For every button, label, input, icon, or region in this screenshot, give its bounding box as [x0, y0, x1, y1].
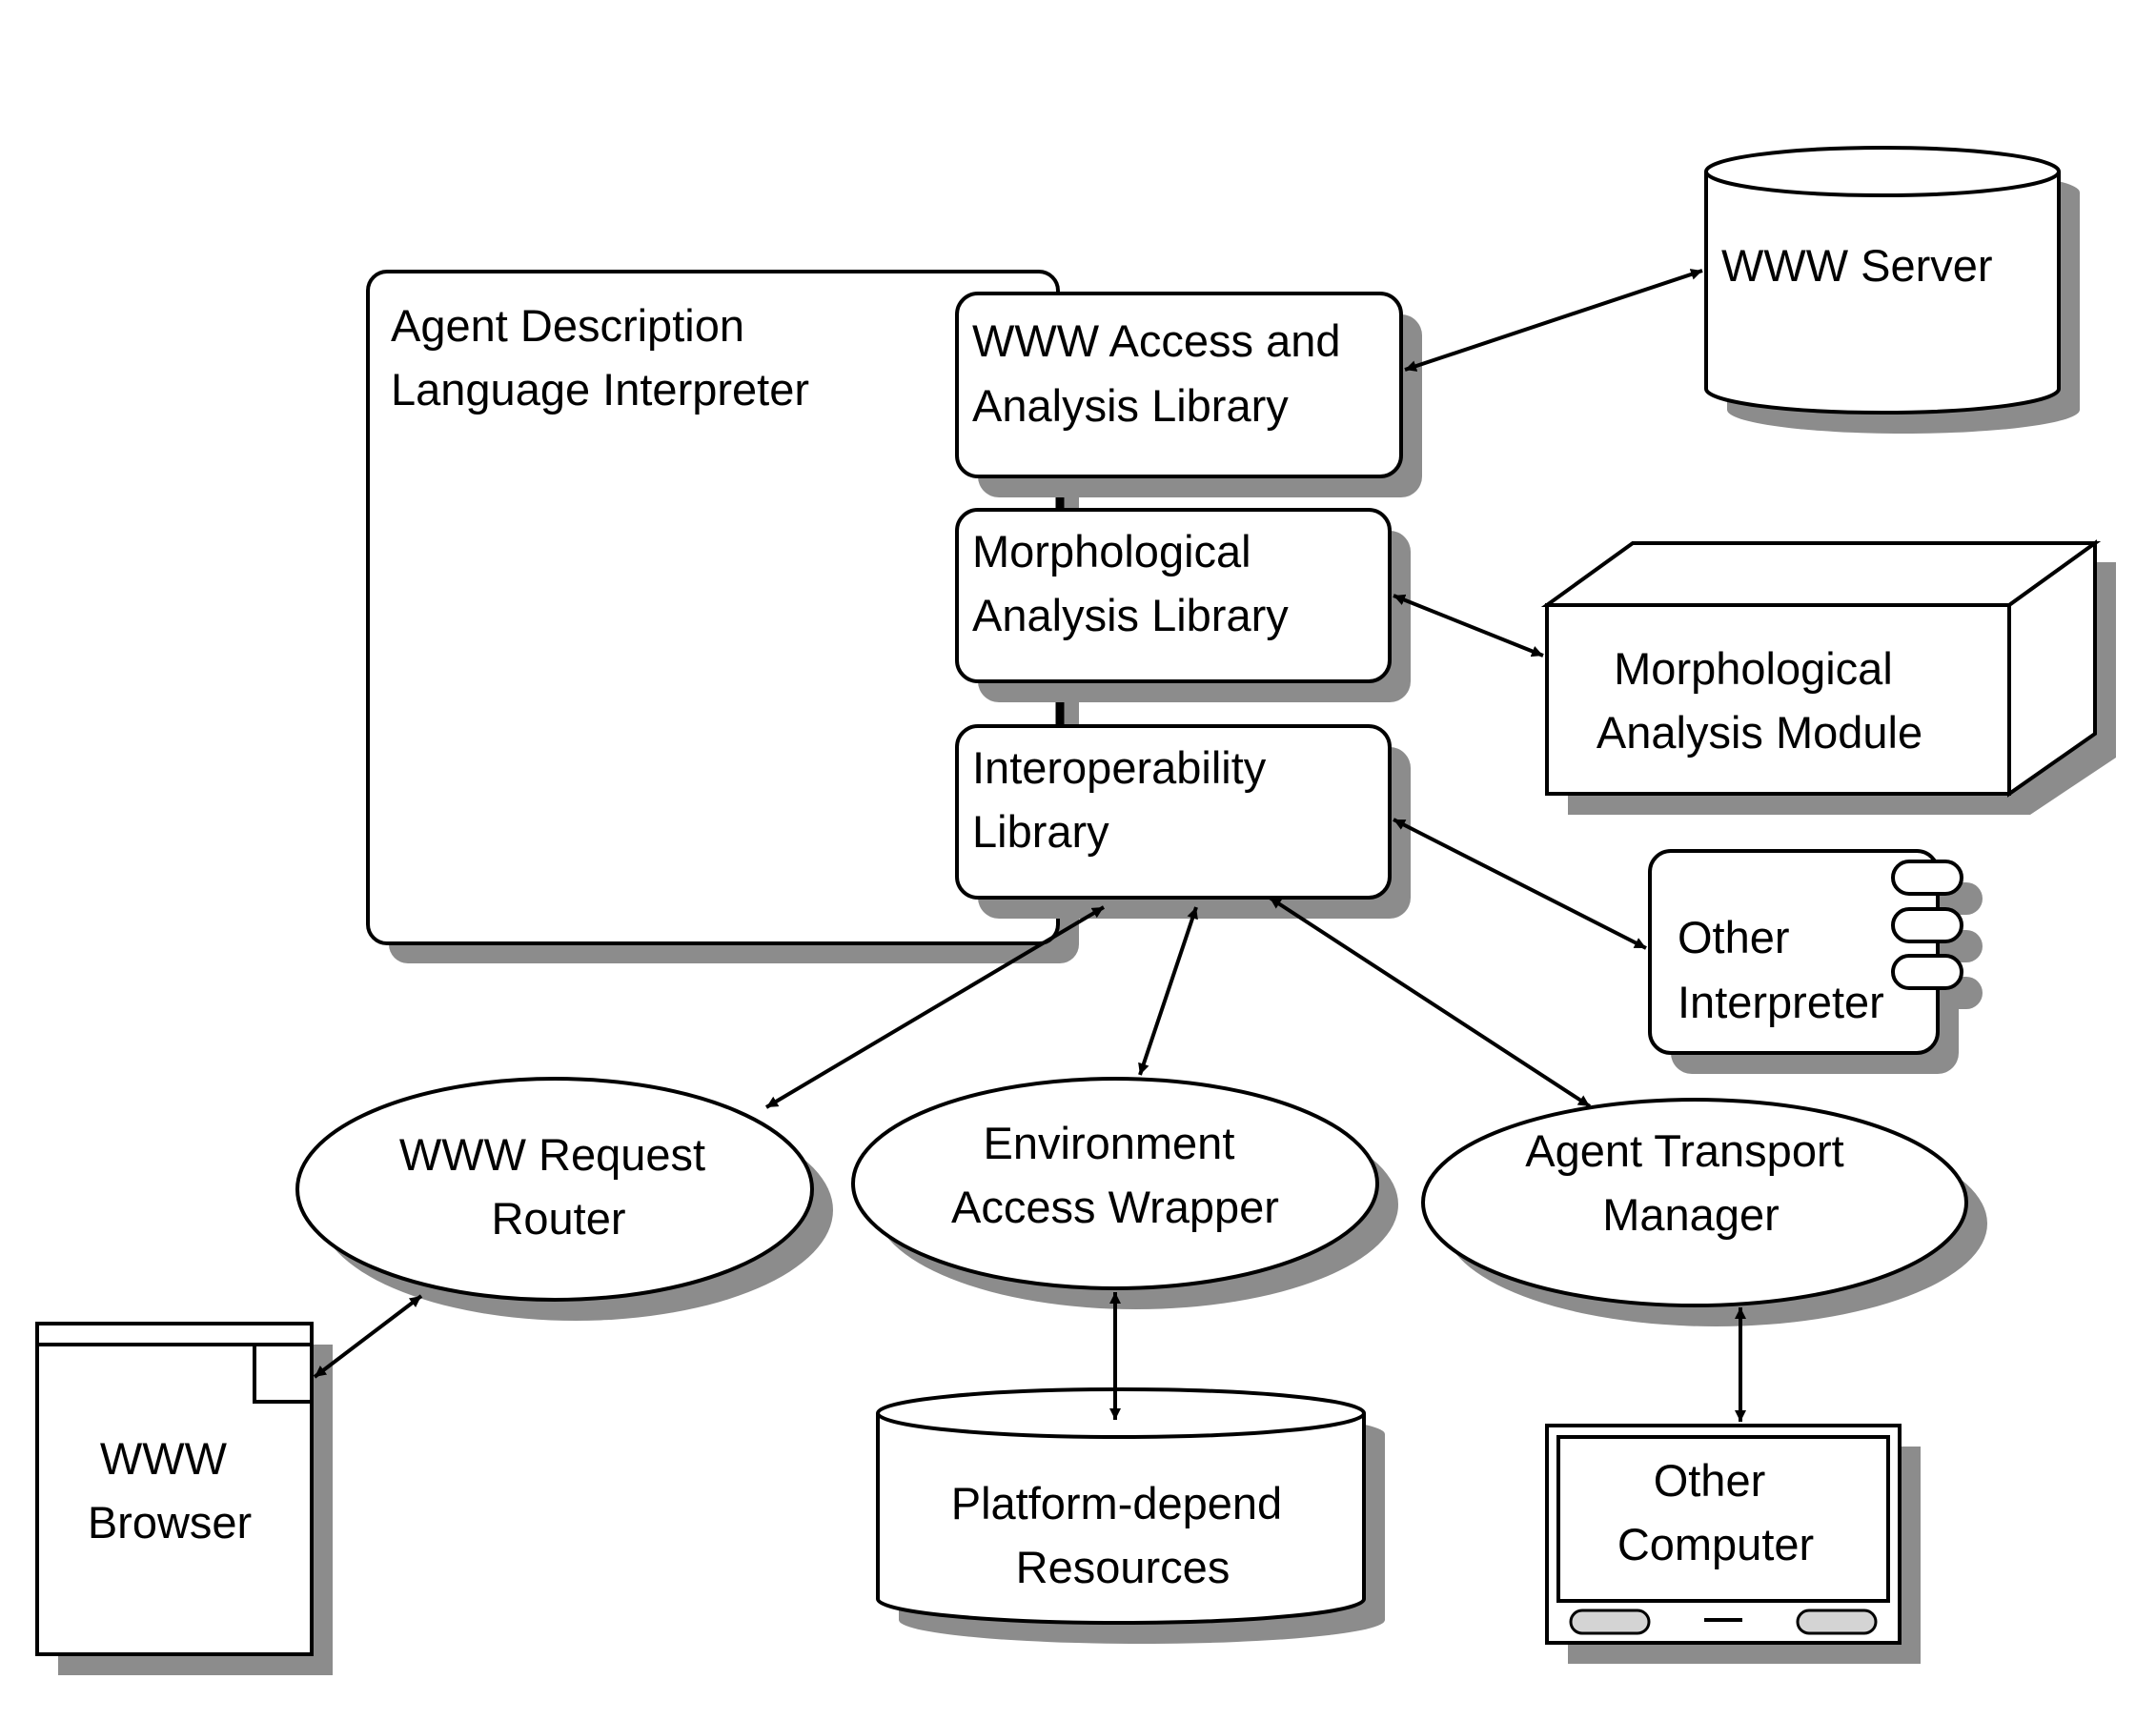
other-interpreter-label: Other Interpreter — [1678, 912, 1884, 1027]
edge-router-browser — [313, 1294, 423, 1379]
www-browser-window: WWW Browser — [35, 1322, 333, 1675]
edge-interop-env-wrapper — [1138, 906, 1198, 1076]
adl-interpreter-label: Agent Description Language Interpreter — [391, 300, 809, 415]
agent-transport-manager-ellipse: Agent Transport Manager — [1421, 1098, 1987, 1326]
edge-www-library-server — [1404, 269, 1703, 372]
interop-library-box: Interoperability Library — [955, 724, 1411, 919]
www-server-label: WWW Server — [1721, 240, 1993, 291]
monitor-button-right — [1796, 1609, 1878, 1635]
morph-library-label: Morphological Analysis Library — [972, 526, 1289, 640]
morph-library-box: Morphological Analysis Library — [955, 508, 1411, 702]
other-computer-label: Other Computer — [1617, 1455, 1814, 1569]
other-computer-monitor: Other Computer — [1545, 1424, 1921, 1664]
interop-library-label: Interoperability Library — [972, 742, 1278, 857]
browser-corner-box — [253, 1343, 314, 1404]
platform-resources-label: Platform-depend Resources — [951, 1478, 1295, 1592]
agent-transport-manager-label: Agent Transport Manager — [1525, 1125, 1856, 1240]
adl-interpreter-box: Agent Description Language Interpreter — [366, 270, 1079, 963]
edge-interop-request-router — [764, 905, 1106, 1109]
edge-morph-library-module — [1393, 594, 1544, 658]
env-access-wrapper-label: Environment Access Wrapper — [951, 1118, 1279, 1232]
interpreter-tab-3 — [1891, 954, 1963, 990]
monitor-screen — [1556, 1435, 1890, 1603]
morph-module-label: Morphological Analysis Module — [1597, 643, 1922, 758]
www-server-cylinder: WWW Server — [1704, 146, 2080, 434]
www-browser-label: WWW Browser — [88, 1433, 252, 1548]
other-interpreter-box: Other Interpreter — [1648, 849, 1983, 1074]
monitor-button-left — [1569, 1609, 1651, 1635]
interpreter-tab-2 — [1891, 907, 1963, 943]
www-access-library-box: WWW Access and Analysis Library — [955, 292, 1422, 497]
interpreter-tab-1 — [1891, 860, 1963, 896]
edges — [313, 269, 1746, 1422]
platform-resources-cylinder: Platform-depend Resources — [876, 1387, 1385, 1644]
env-access-wrapper-ellipse: Environment Access Wrapper — [851, 1077, 1398, 1309]
www-access-library-label: WWW Access and Analysis Library — [972, 315, 1353, 431]
edge-interop-other-interpreter — [1393, 818, 1647, 950]
www-request-router-ellipse: WWW Request Router — [295, 1077, 833, 1321]
www-request-router-label: WWW Request Router — [399, 1129, 718, 1244]
edge-interop-transport-manager — [1268, 896, 1592, 1108]
morph-module-box: Morphological Analysis Module — [1540, 539, 2116, 815]
